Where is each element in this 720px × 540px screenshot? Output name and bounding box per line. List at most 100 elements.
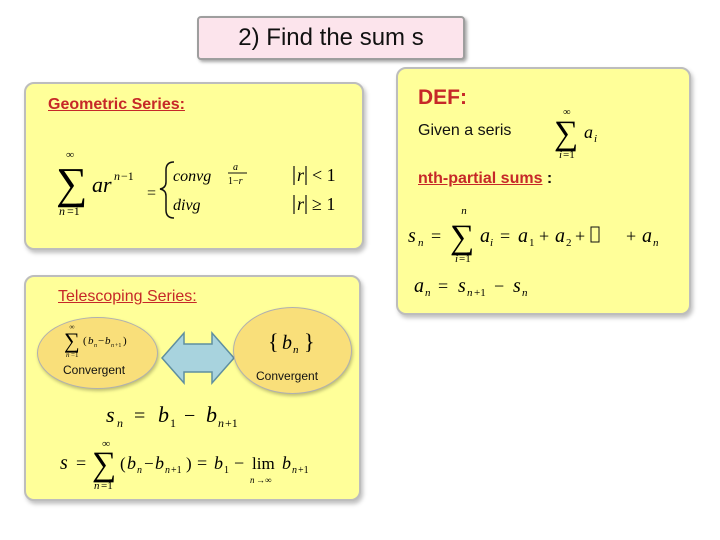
svg-text:n: n <box>293 344 299 356</box>
svg-text:a: a <box>518 225 528 247</box>
svg-text:=1: =1 <box>563 149 575 161</box>
definition-panel <box>396 67 691 315</box>
svg-text:n: n <box>59 204 65 218</box>
svg-text:b: b <box>214 453 223 473</box>
svg-text:+: + <box>539 226 549 246</box>
svg-text:n: n <box>66 351 70 359</box>
svg-text:n: n <box>292 465 297 476</box>
telescoping-series-heading: Telescoping Series: <box>58 288 197 305</box>
svg-text:b: b <box>88 335 94 347</box>
nth-partial-sums-label: nth-partial sums : <box>418 170 552 188</box>
svg-text:b: b <box>155 453 164 473</box>
svg-text:i: i <box>455 253 458 265</box>
svg-text:b: b <box>105 335 111 347</box>
slide-title: 2) Find the sum s <box>197 16 465 60</box>
svg-text:i: i <box>490 237 493 249</box>
svg-text:n: n <box>137 465 142 476</box>
svg-text:−1: −1 <box>121 169 134 183</box>
svg-text:+1: +1 <box>171 465 182 476</box>
geometric-series-formula: ∞ ∑ n=1 ar n−1 = convg a 1−r divg r < 1 … <box>56 148 346 228</box>
svg-text:=1: =1 <box>101 480 113 492</box>
svg-text:1−r: 1−r <box>228 176 243 187</box>
svg-text:∞: ∞ <box>102 438 110 450</box>
converge-text: convg <box>173 168 211 185</box>
svg-text:=: = <box>197 453 207 473</box>
svg-text:n: n <box>94 343 97 349</box>
svg-text:ar: ar <box>92 172 112 197</box>
svg-text:b: b <box>206 402 217 427</box>
svg-text:=1: =1 <box>459 253 471 265</box>
svg-text:s: s <box>106 402 115 427</box>
svg-text:−: − <box>494 276 504 296</box>
svg-text:lim: lim <box>252 454 275 473</box>
svg-text:=: = <box>431 226 441 246</box>
svg-text:≥ 1: ≥ 1 <box>312 194 335 214</box>
svg-text:n: n <box>94 480 100 492</box>
svg-text:2: 2 <box>566 237 572 249</box>
svg-text:b: b <box>158 402 169 427</box>
svg-text:n: n <box>418 237 424 249</box>
svg-text:−: − <box>144 454 154 473</box>
svg-text:): ) <box>186 454 192 473</box>
telescoping-series-convergent-label: Convergent <box>63 363 126 377</box>
svg-text:+1: +1 <box>225 416 238 430</box>
svg-text:n: n <box>218 416 224 430</box>
svg-text:r: r <box>297 194 305 214</box>
svg-text:−: − <box>234 453 244 473</box>
svg-text:1: 1 <box>170 416 176 430</box>
svg-text:n: n <box>425 287 431 299</box>
svg-text:i: i <box>594 133 597 145</box>
nth-colon: : <box>542 170 553 187</box>
svg-text:+1: +1 <box>115 343 121 349</box>
svg-text:r: r <box>297 165 305 185</box>
svg-text:n: n <box>165 465 170 476</box>
svg-text:(: ( <box>120 454 126 473</box>
svg-text:=1: =1 <box>67 204 80 218</box>
svg-text:+1: +1 <box>298 465 309 476</box>
svg-text:a: a <box>584 122 593 142</box>
svg-text:n: n <box>250 475 255 485</box>
svg-text:1: 1 <box>529 237 535 249</box>
geometric-series-heading: Geometric Series: <box>48 96 185 113</box>
given-series-text: Given a seris <box>418 122 512 139</box>
sequence-convergent-label: Convergent <box>256 369 319 383</box>
svg-text:=: = <box>438 276 448 296</box>
svg-text:a: a <box>642 225 652 247</box>
svg-text:∑: ∑ <box>92 446 116 483</box>
svg-text:s: s <box>458 275 466 297</box>
svg-text:s: s <box>60 452 68 474</box>
svg-text:n: n <box>114 169 120 183</box>
svg-text:a: a <box>233 162 238 173</box>
svg-text:=1: =1 <box>71 351 79 359</box>
svg-text:{: { <box>268 329 279 354</box>
svg-text:−: − <box>184 405 195 427</box>
telescoping-series-oval <box>37 317 158 389</box>
svg-text:): ) <box>123 335 127 347</box>
svg-text:a: a <box>480 225 490 247</box>
svg-text:∞: ∞ <box>70 323 75 331</box>
double-arrow-icon <box>161 331 235 385</box>
svg-text:∞: ∞ <box>563 107 570 118</box>
svg-text:a: a <box>414 275 424 297</box>
svg-text:→∞: →∞ <box>256 475 271 485</box>
svg-text:1: 1 <box>224 465 229 476</box>
svg-text:n: n <box>117 416 123 430</box>
sequence-oval <box>233 307 352 394</box>
svg-text:i: i <box>559 149 562 161</box>
svg-text:b: b <box>282 453 291 473</box>
svg-text:=: = <box>134 405 145 427</box>
svg-text:n: n <box>653 237 659 249</box>
svg-text:∞: ∞ <box>66 149 74 161</box>
definition-heading: DEF: <box>418 86 467 109</box>
diverge-text: divg <box>173 197 201 214</box>
svg-text:n: n <box>461 205 467 217</box>
svg-text:b: b <box>127 453 136 473</box>
svg-text:+1: +1 <box>474 287 486 299</box>
svg-text:n: n <box>467 287 473 299</box>
svg-text:n: n <box>522 287 528 299</box>
